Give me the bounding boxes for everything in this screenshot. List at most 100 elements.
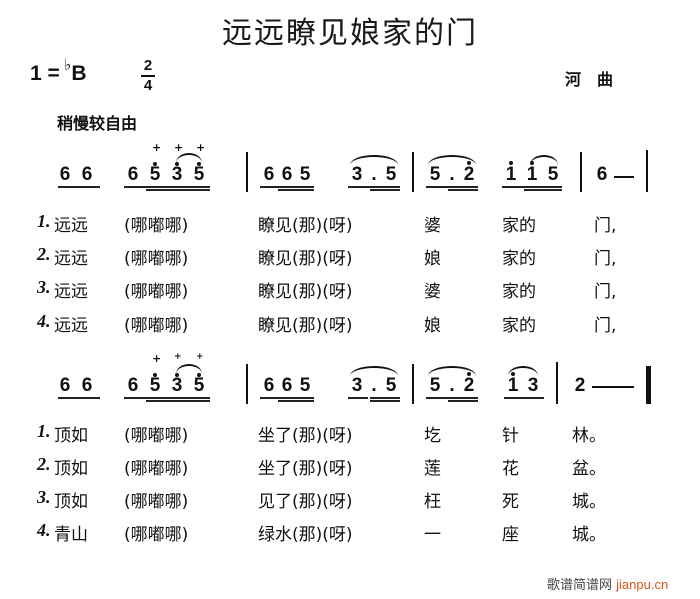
high-octave-dot [467,372,471,376]
lyric-text: 圪 [424,426,441,446]
lyric-text: (哪嘟哪) [124,492,189,512]
note: 6 [281,164,293,185]
watermark-site-link[interactable]: jianpu.cn [616,577,669,592]
underline [426,397,478,399]
lyric-text: 门, [594,249,617,269]
barline [646,150,648,192]
note: 3 [351,164,363,185]
note: 1 [505,164,517,185]
note: 5 [385,375,397,396]
lyric-text: 顶如 [54,426,88,446]
note: 3 [171,164,183,185]
underline [278,189,314,191]
lyric-text: 门, [594,282,617,302]
lyric-text: 远远 [54,216,88,236]
lyric-text: 绿水(那)(呀) [258,525,353,545]
underline [124,186,210,188]
note: 3 [351,375,363,396]
note: 6 [596,164,608,185]
underline [370,397,400,399]
note: 6 [81,164,93,185]
lyric-text: 家的 [502,282,536,302]
lyric-text: 见了(那)(呀) [258,492,353,512]
high-octave-dot [197,162,201,166]
slur [350,155,398,165]
note: . [449,375,455,396]
note: 6 [281,375,293,396]
underline [370,400,400,402]
underline [146,400,210,402]
note: 5 [429,375,441,396]
underline [370,189,400,191]
lyric-text: 远远 [54,249,88,269]
note: 5 [547,164,559,185]
note: 3 [171,375,183,396]
meter-denominator: 4 [143,77,153,94]
underline [504,397,544,399]
lyric-text: (哪嘟哪) [124,316,189,336]
lyric-text: 花 [502,459,519,479]
lyric-text: 婆 [424,282,441,302]
lyric-text: 瞭见(那)(呀) [258,282,353,302]
note: 5 [193,164,205,185]
note: 5 [149,164,161,185]
lyric-text: 城。 [572,492,606,512]
lyric-text: 城。 [572,525,606,545]
verse-number: 4. [37,311,51,331]
note: 6 [127,164,139,185]
ornament-plus-icon: + [152,352,162,365]
composer-label: 河曲 [565,70,630,89]
lyric-text: 莲 [424,459,441,479]
high-octave-dot [197,373,201,377]
lyric-text: 娘 [424,316,441,336]
note: 3 [527,375,539,396]
note: 2 [463,164,475,185]
underline [426,186,478,188]
flat-icon: ♭ [63,55,72,74]
lyric-text: (哪嘟哪) [124,249,189,269]
lyric-text: 顶如 [54,459,88,479]
slur [176,364,202,374]
verse-number: 4. [37,520,51,540]
high-octave-dot [509,161,513,165]
final-barline [646,366,651,404]
barline [580,152,582,192]
note: 5 [193,375,205,396]
underline [124,397,210,399]
lyric-text: 盆。 [572,459,606,479]
key-prefix: 1 = [30,62,60,85]
sustain-dash [592,386,634,388]
ornament-plus-icon: + [196,352,204,362]
key-note: B [71,62,87,85]
lyric-text: 林。 [572,426,606,446]
lyric-text: (哪嘟哪) [124,459,189,479]
underline [260,397,314,399]
high-octave-dot [153,373,157,377]
slur [530,155,558,165]
barline [556,362,558,404]
high-octave-dot [153,162,157,166]
note: 6 [59,375,71,396]
note: 5 [299,164,311,185]
lyric-text: 坐了(那)(呀) [258,459,353,479]
note: 6 [127,375,139,396]
lyric-text: 瞭见(那)(呀) [258,216,353,236]
lyric-text: 婆 [424,216,441,236]
lyric-text: (哪嘟哪) [124,282,189,302]
lyric-text: (哪嘟哪) [124,216,189,236]
lyric-text: 远远 [54,282,88,302]
barline [246,152,248,192]
underline [146,189,210,191]
lyric-text: 青山 [54,525,88,545]
verse-number: 3. [37,487,51,507]
note: 1 [507,375,519,396]
note: 5 [149,375,161,396]
lyric-text: 座 [502,525,519,545]
note: . [449,164,455,185]
watermark: 歌谱简谱网 jianpu.cn [547,574,668,593]
underline [448,189,478,191]
ornament-plus-icon: + [196,141,206,154]
meter-numerator: 2 [143,57,153,74]
lyric-text: 针 [502,426,519,446]
lyric-text: (哪嘟哪) [124,525,189,545]
